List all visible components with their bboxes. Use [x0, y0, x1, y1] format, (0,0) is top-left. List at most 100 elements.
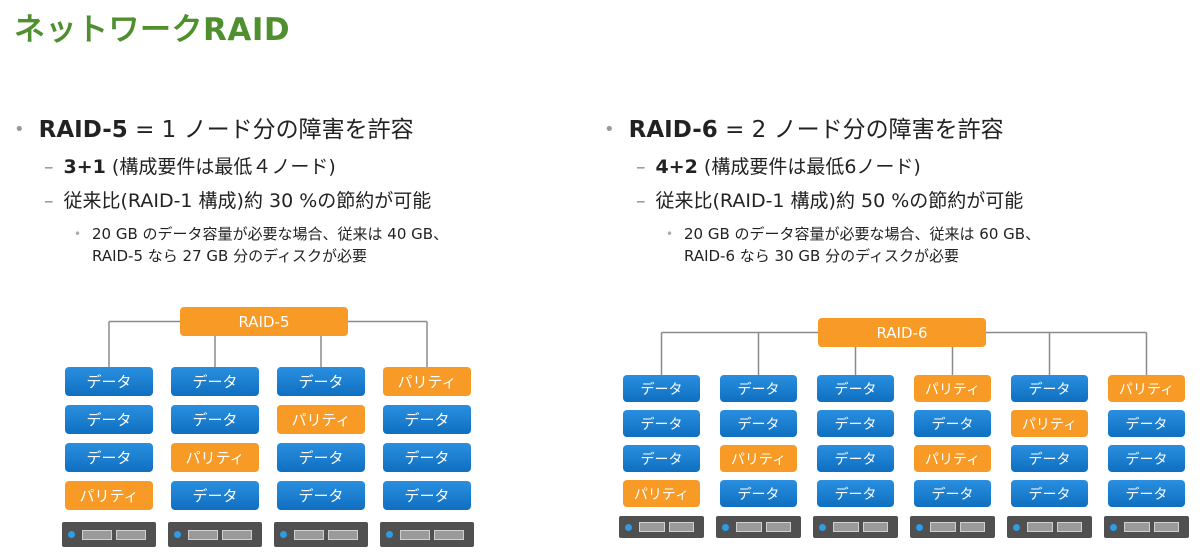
data-block: データ [277, 481, 365, 510]
drive-bay-icon [959, 522, 985, 532]
raid6-label: RAID-6 [628, 117, 718, 143]
raid-5-label-box: RAID-5 [180, 307, 348, 336]
data-block: データ [383, 481, 471, 510]
server-node-icon [274, 522, 368, 547]
server-node-icon [62, 522, 156, 547]
data-block: データ [914, 410, 991, 437]
drive-bay-icon [116, 529, 146, 540]
raid6-sub2: –従来比(RAID-1 構成)約 50 %の節約が可能 [636, 190, 1024, 212]
server-node-icon [168, 522, 262, 547]
raid-6-label-box: RAID-6 [818, 318, 986, 347]
server-node-icon [813, 516, 898, 538]
data-block: データ [277, 443, 365, 472]
raid5-sub1: –3+1 (構成要件は最低４ノード) [44, 156, 336, 178]
raid5-sub2: –従来比(RAID-1 構成)約 30 %の節約が可能 [44, 190, 432, 212]
parity-block: パリティ [914, 375, 991, 402]
raid6-saving: 従来比(RAID-1 構成)約 50 %の節約が可能 [655, 190, 1024, 212]
status-led-icon [1013, 523, 1020, 531]
raid5-note-line2: RAID-5 なら 27 GB 分のディスクが必要 [92, 247, 368, 265]
raid6-config: 4+2 [655, 156, 698, 178]
raid6-note: • 20 GB のデータ容量が必要な場合、従来は 60 GB、 RAID-6 な… [666, 225, 1041, 265]
data-block: データ [817, 480, 894, 507]
data-block: データ [720, 375, 797, 402]
raid6-requirement: (構成要件は最低6ノード) [697, 156, 921, 178]
drive-bay-icon [833, 522, 859, 532]
raid5-tolerance: = 1 ノード分の障害を許容 [127, 117, 414, 143]
status-led-icon [68, 531, 75, 538]
drive-bay-icon [1027, 522, 1053, 532]
parity-block: パリティ [277, 405, 365, 434]
data-block: データ [623, 375, 700, 402]
drive-bay-icon [765, 522, 791, 532]
drive-bay-icon [1124, 522, 1150, 532]
drive-bay-icon [1056, 522, 1082, 532]
server-node-icon [1104, 516, 1189, 538]
raid5-note-line1: 20 GB のデータ容量が必要な場合、従来は 40 GB、 [92, 225, 449, 243]
data-block: データ [65, 443, 153, 472]
parity-block: パリティ [171, 443, 259, 472]
data-block: データ [171, 367, 259, 396]
raid6-sub1: –4+2 (構成要件は最低6ノード) [636, 156, 921, 178]
data-block: データ [623, 410, 700, 437]
server-node-icon [716, 516, 801, 538]
drive-bay-icon [400, 529, 430, 540]
status-led-icon [625, 523, 632, 531]
data-block: データ [914, 480, 991, 507]
drive-bay-icon [188, 529, 218, 540]
data-block: データ [1011, 445, 1088, 472]
drive-bay-icon [294, 529, 324, 540]
drive-bay-icon [82, 529, 112, 540]
data-block: データ [817, 375, 894, 402]
data-block: データ [623, 445, 700, 472]
raid5-note: • 20 GB のデータ容量が必要な場合、従来は 40 GB、 RAID-5 な… [74, 225, 449, 265]
status-led-icon [174, 531, 181, 538]
status-led-icon [280, 531, 287, 538]
drive-bay-icon [222, 529, 252, 540]
raid6-note-line1: 20 GB のデータ容量が必要な場合、従来は 60 GB、 [684, 225, 1041, 243]
data-block: データ [1108, 445, 1185, 472]
server-node-icon [380, 522, 474, 547]
server-node-icon [1007, 516, 1092, 538]
data-block: データ [817, 410, 894, 437]
raid5-bullet: •RAID-5 = 1 ノード分の障害を許容 [14, 117, 414, 143]
raid5-saving: 従来比(RAID-1 構成)約 30 %の節約が可能 [63, 190, 432, 212]
parity-block: パリティ [720, 445, 797, 472]
parity-block: パリティ [1108, 375, 1185, 402]
data-block: データ [171, 481, 259, 510]
drive-bay-icon [668, 522, 694, 532]
data-block: データ [1011, 375, 1088, 402]
drive-bay-icon [862, 522, 888, 532]
parity-block: パリティ [623, 480, 700, 507]
status-led-icon [916, 523, 923, 531]
drive-bay-icon [930, 522, 956, 532]
page-title: ネットワークRAID [14, 12, 291, 48]
parity-block: パリティ [914, 445, 991, 472]
data-block: データ [1011, 480, 1088, 507]
server-node-icon [910, 516, 995, 538]
drive-bay-icon [434, 529, 464, 540]
raid5-label: RAID-5 [38, 117, 128, 143]
data-block: データ [1108, 480, 1185, 507]
data-block: データ [720, 480, 797, 507]
parity-block: パリティ [383, 367, 471, 396]
data-block: データ [817, 445, 894, 472]
raid6-note-line2: RAID-6 なら 30 GB 分のディスクが必要 [684, 247, 960, 265]
parity-block: パリティ [1011, 410, 1088, 437]
server-node-icon [619, 516, 704, 538]
drive-bay-icon [736, 522, 762, 532]
data-block: データ [1108, 410, 1185, 437]
status-led-icon [722, 523, 729, 531]
data-block: データ [65, 405, 153, 434]
data-block: データ [383, 443, 471, 472]
parity-block: パリティ [65, 481, 153, 510]
data-block: データ [65, 367, 153, 396]
raid6-bullet: •RAID-6 = 2 ノード分の障害を許容 [604, 117, 1004, 143]
raid6-tolerance: = 2 ノード分の障害を許容 [717, 117, 1004, 143]
status-led-icon [386, 531, 393, 538]
data-block: データ [277, 367, 365, 396]
status-led-icon [1110, 523, 1117, 531]
raid5-requirement: (構成要件は最低４ノード) [105, 156, 336, 178]
data-block: データ [383, 405, 471, 434]
drive-bay-icon [1153, 522, 1179, 532]
